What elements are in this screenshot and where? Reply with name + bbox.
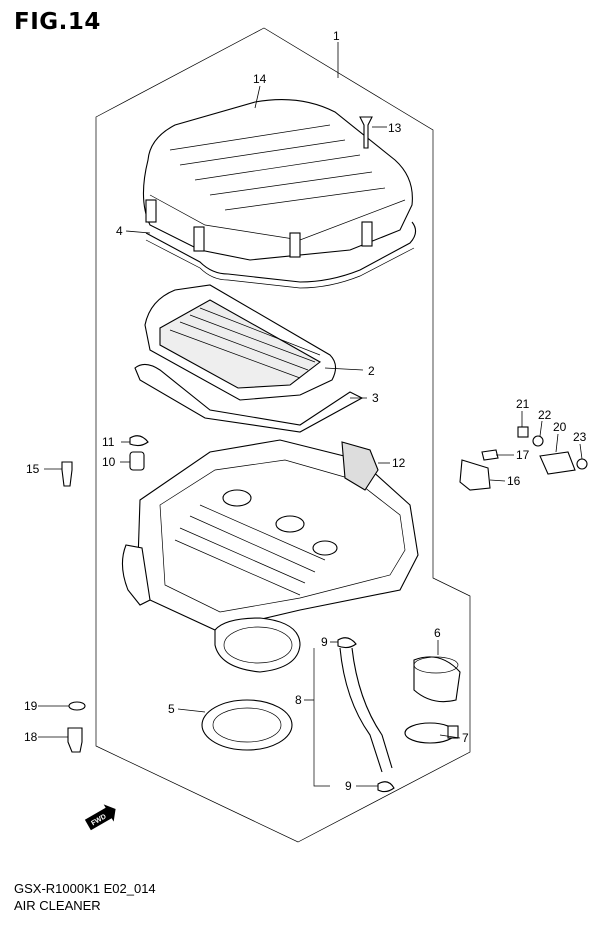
- sensor: [459, 459, 491, 491]
- fwd-badge: FWD: [84, 804, 116, 831]
- bracket: [539, 451, 576, 475]
- callout-label: 20: [553, 420, 567, 434]
- callout-label: 11: [102, 435, 115, 449]
- bolt: [61, 461, 73, 487]
- callout-label: 3: [372, 391, 379, 405]
- callout-label: 16: [507, 474, 521, 488]
- callout-label: 14: [253, 72, 267, 86]
- callout-label: 13: [388, 121, 402, 135]
- callout-label: 22: [538, 408, 552, 422]
- callout-label: 8: [295, 693, 302, 707]
- model-code: GSX-R1000K1 E02_014: [14, 881, 156, 896]
- bolt: [517, 426, 529, 438]
- figure-title: FIG.14: [14, 9, 101, 35]
- air-filter-element: [144, 284, 337, 401]
- callout-label: 19: [24, 699, 38, 713]
- drain-fitting: [67, 727, 83, 753]
- callout-label: 15: [26, 462, 40, 476]
- clip: [337, 637, 357, 649]
- callout-label: 7: [462, 731, 469, 745]
- callout-label: 2: [368, 364, 375, 378]
- leader-lines: [38, 42, 583, 787]
- callout-label: 4: [116, 224, 123, 238]
- assembly-name: AIR CLEANER: [14, 898, 101, 913]
- washer: [532, 435, 544, 447]
- callout-labels: 1 14 13 4 2 3 21 22 20 23 11 10 12 17 15…: [24, 29, 587, 793]
- clamp: [404, 722, 459, 744]
- callout-label: 5: [168, 702, 175, 716]
- filter-seal: [134, 363, 364, 433]
- callout-label: 9: [321, 635, 328, 649]
- joint: [413, 656, 461, 703]
- bracket-bolt: [481, 449, 499, 461]
- screw: [359, 116, 373, 149]
- nut: [576, 458, 588, 470]
- callout-label: 12: [392, 456, 406, 470]
- callout-label: 21: [516, 397, 530, 411]
- callout-label: 6: [434, 626, 441, 640]
- clip: [129, 435, 149, 447]
- air-cleaner-cover: [142, 98, 413, 261]
- callout-label: 18: [24, 730, 38, 744]
- callout-label: 9: [345, 779, 352, 793]
- assembly-outline: [95, 27, 471, 843]
- drain-plug: [129, 451, 145, 471]
- callout-label: 10: [102, 455, 116, 469]
- clip: [377, 781, 395, 793]
- callout-label: 23: [573, 430, 587, 444]
- cover-seal: [145, 221, 417, 283]
- duct-seal: [201, 699, 293, 751]
- callout-label: 1: [333, 29, 340, 43]
- air-cleaner-housing: [121, 439, 419, 673]
- hose: [339, 647, 393, 773]
- washer: [68, 701, 86, 711]
- duct-inlet: [341, 441, 379, 491]
- callout-label: 17: [516, 448, 530, 462]
